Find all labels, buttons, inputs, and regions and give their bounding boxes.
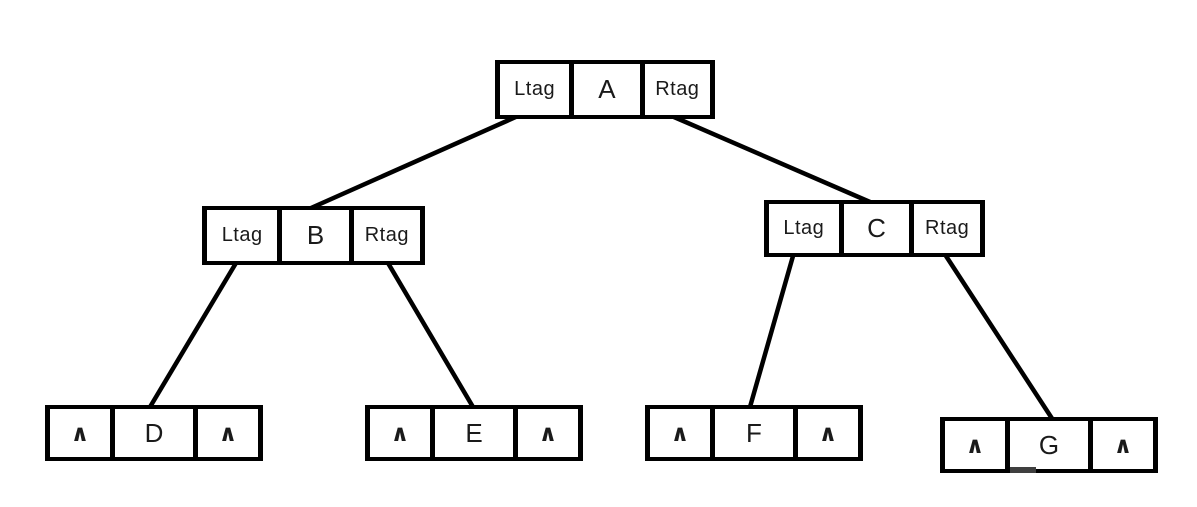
- node-f-value: F: [715, 409, 793, 457]
- node-d-null-left: ∧: [50, 409, 110, 457]
- tree-node-g: ∧ G ∧: [940, 417, 1158, 473]
- node-f-null-right: ∧: [798, 409, 858, 457]
- node-a-rtag: Rtag: [644, 64, 710, 115]
- node-b-value: B: [282, 210, 349, 261]
- tree-node-d: ∧ D ∧: [45, 405, 263, 461]
- edge-b-e: [385, 260, 476, 410]
- node-b-rtag: Rtag: [353, 210, 420, 261]
- edge-c-f: [747, 253, 796, 410]
- node-d-value: D: [115, 409, 193, 457]
- tree-node-b: Ltag B Rtag: [202, 206, 425, 265]
- node-e-value: E: [435, 409, 513, 457]
- node-c-rtag: Rtag: [914, 204, 980, 253]
- edge-b-d: [147, 260, 239, 410]
- node-c-ltag: Ltag: [769, 204, 839, 253]
- node-c-value: C: [843, 204, 910, 253]
- node-b-ltag: Ltag: [207, 210, 278, 261]
- node-a-ltag: Ltag: [500, 64, 570, 115]
- edge-a-b: [308, 113, 521, 211]
- node-g-null-left: ∧: [945, 421, 1005, 469]
- tree-node-e: ∧ E ∧: [365, 405, 583, 461]
- node-g-null-right: ∧: [1093, 421, 1153, 469]
- border-smudge-artifact: [1010, 467, 1036, 473]
- tree-node-a: Ltag A Rtag: [495, 60, 715, 119]
- tree-node-f: ∧ F ∧: [645, 405, 863, 461]
- node-f-null-left: ∧: [650, 409, 710, 457]
- tree-node-c: Ltag C Rtag: [764, 200, 985, 257]
- node-e-null-right: ∧: [518, 409, 578, 457]
- edge-c-g: [943, 253, 1056, 423]
- node-a-value: A: [574, 64, 640, 115]
- node-d-null-right: ∧: [198, 409, 258, 457]
- edge-a-c: [671, 114, 873, 205]
- node-e-null-left: ∧: [370, 409, 430, 457]
- node-g-value: G: [1010, 421, 1088, 469]
